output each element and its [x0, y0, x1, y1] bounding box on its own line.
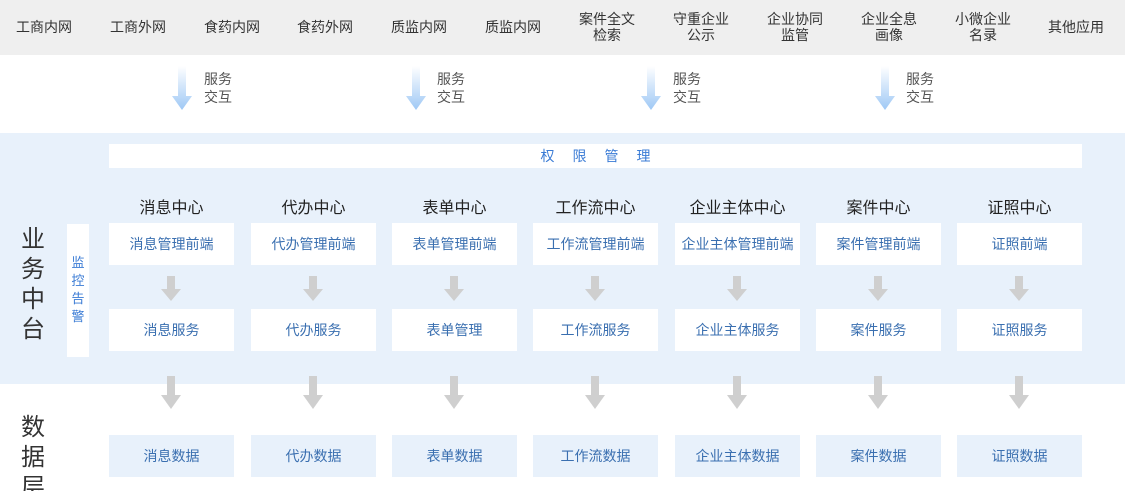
frontend-box[interactable]: 案件管理前端: [816, 223, 941, 265]
service-down-arrow-icon: [406, 66, 426, 110]
business-layer-title: 业务中台: [20, 224, 46, 344]
data-box[interactable]: 证照数据: [957, 435, 1082, 477]
data-box[interactable]: 表单数据: [392, 435, 517, 477]
app-tab-gongshang-extranet[interactable]: 工商外网: [110, 19, 166, 36]
down-arrow-icon: [727, 376, 747, 409]
service-interaction-label: 服务 交互: [204, 72, 232, 106]
down-arrow-icon: [444, 276, 464, 301]
service-down-arrow-icon: [875, 66, 895, 110]
down-arrow-icon: [161, 276, 181, 301]
monitor-alert-bar[interactable]: 监控告警: [67, 224, 89, 357]
column-title: 代办中心: [281, 198, 346, 217]
column-title: 证照中心: [987, 198, 1052, 217]
down-arrow-icon: [585, 276, 605, 301]
service-box[interactable]: 消息服务: [109, 309, 234, 351]
down-arrow-icon: [1009, 276, 1029, 301]
data-box[interactable]: 代办数据: [251, 435, 376, 477]
app-tab-gongshang-intranet[interactable]: 工商内网: [16, 19, 72, 36]
data-box[interactable]: 企业主体数据: [675, 435, 800, 477]
down-arrow-icon: [1009, 376, 1029, 409]
down-arrow-icon: [161, 376, 181, 409]
frontend-box[interactable]: 表单管理前端: [392, 223, 517, 265]
service-box[interactable]: 企业主体服务: [675, 309, 800, 351]
data-box[interactable]: 案件数据: [816, 435, 941, 477]
data-box[interactable]: 工作流数据: [533, 435, 658, 477]
app-tab-other-apps[interactable]: 其他应用: [1048, 19, 1104, 36]
service-box[interactable]: 代办服务: [251, 309, 376, 351]
app-tab-enterprise-cosupervision[interactable]: 企业协同 监管: [767, 11, 823, 44]
frontend-box[interactable]: 证照前端: [957, 223, 1082, 265]
column-title: 案件中心: [846, 198, 911, 217]
service-interaction-label: 服务 交互: [673, 72, 701, 106]
column-title: 工作流中心: [555, 198, 636, 217]
app-tab-case-fulltext-search[interactable]: 案件全文 检索: [579, 11, 635, 44]
service-down-arrow-icon: [172, 66, 192, 110]
top-app-bar: 工商内网 工商外网 食药内网 食药外网 质监内网 质监内网 案件全文 检索 守重…: [0, 0, 1125, 55]
service-interaction-label: 服务 交互: [437, 72, 465, 106]
app-tab-shiyao-intranet[interactable]: 食药内网: [204, 19, 260, 36]
data-layer-title-text: 数据层: [21, 413, 45, 491]
down-arrow-icon: [868, 376, 888, 409]
down-arrow-icon: [727, 276, 747, 301]
frontend-box[interactable]: 企业主体管理前端: [675, 223, 800, 265]
permission-management-bar[interactable]: 权限管理: [109, 144, 1082, 168]
data-box[interactable]: 消息数据: [109, 435, 234, 477]
down-arrow-icon: [303, 276, 323, 301]
service-down-arrow-icon: [641, 66, 661, 110]
app-tab-shiyao-extranet[interactable]: 食药外网: [297, 19, 353, 36]
frontend-box[interactable]: 消息管理前端: [109, 223, 234, 265]
column-title: 表单中心: [422, 198, 487, 217]
column-title: 消息中心: [139, 198, 204, 217]
app-tab-zhijian-intranet[interactable]: 质监内网: [391, 19, 447, 36]
service-box[interactable]: 表单管理: [392, 309, 517, 351]
service-box[interactable]: 证照服务: [957, 309, 1082, 351]
app-tab-small-enterprise-list[interactable]: 小微企业 名录: [955, 11, 1011, 44]
frontend-box[interactable]: 工作流管理前端: [533, 223, 658, 265]
service-box[interactable]: 工作流服务: [533, 309, 658, 351]
down-arrow-icon: [444, 376, 464, 409]
down-arrow-icon: [868, 276, 888, 301]
column-title: 企业主体中心: [689, 198, 786, 217]
business-layer-title-text: 业务中台: [21, 225, 45, 343]
data-layer-title: 数据层: [20, 412, 46, 491]
app-tab-zhijian-intranet-2[interactable]: 质监内网: [485, 19, 541, 36]
down-arrow-icon: [303, 376, 323, 409]
app-tab-credit-enterprise-notice[interactable]: 守重企业 公示: [673, 11, 729, 44]
service-box[interactable]: 案件服务: [816, 309, 941, 351]
monitor-alert-label: 监控告警: [71, 255, 85, 325]
frontend-box[interactable]: 代办管理前端: [251, 223, 376, 265]
app-tab-enterprise-profile[interactable]: 企业全息 画像: [861, 11, 917, 44]
down-arrow-icon: [585, 376, 605, 409]
service-interaction-label: 服务 交互: [906, 72, 934, 106]
